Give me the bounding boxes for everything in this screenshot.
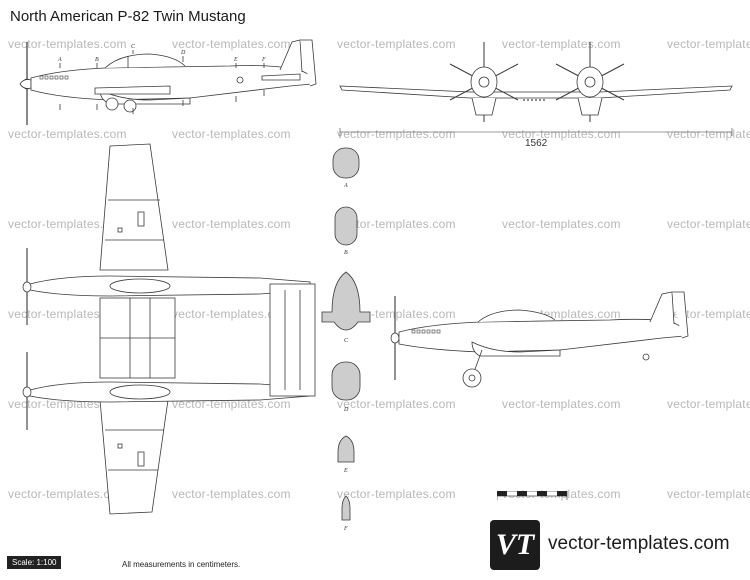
scale-bar [497,491,568,500]
measurement-note: All measurements in centimeters. [122,560,241,569]
brand-name[interactable]: vector-templates.com [548,533,730,554]
cross-sections [321,147,371,521]
brand-logo[interactable]: VT [490,520,540,570]
logo-letters: VT [495,528,535,561]
side-view-gear-down [390,291,689,388]
wingspan-dimension-label: 1562 [525,138,548,149]
side-view-top [19,39,317,125]
station-label-b: B [95,57,99,63]
station-label-d: D [181,50,186,56]
station-label-c: C [131,44,136,50]
station-label-e: E [234,57,238,63]
scale-label: Scale: 1:100 [7,556,62,569]
station-label-a: A [58,57,62,63]
section-label-b: B [344,250,348,256]
section-label-f: F [344,526,348,532]
section-label-e: E [344,468,348,474]
section-label-d: D [344,407,349,413]
top-view [22,143,316,515]
front-view [339,42,733,136]
page-title: North American P-82 Twin Mustang [10,8,246,25]
section-label-a: A [344,183,348,189]
section-label-c: C [344,338,349,344]
station-label-f: F [262,57,266,63]
